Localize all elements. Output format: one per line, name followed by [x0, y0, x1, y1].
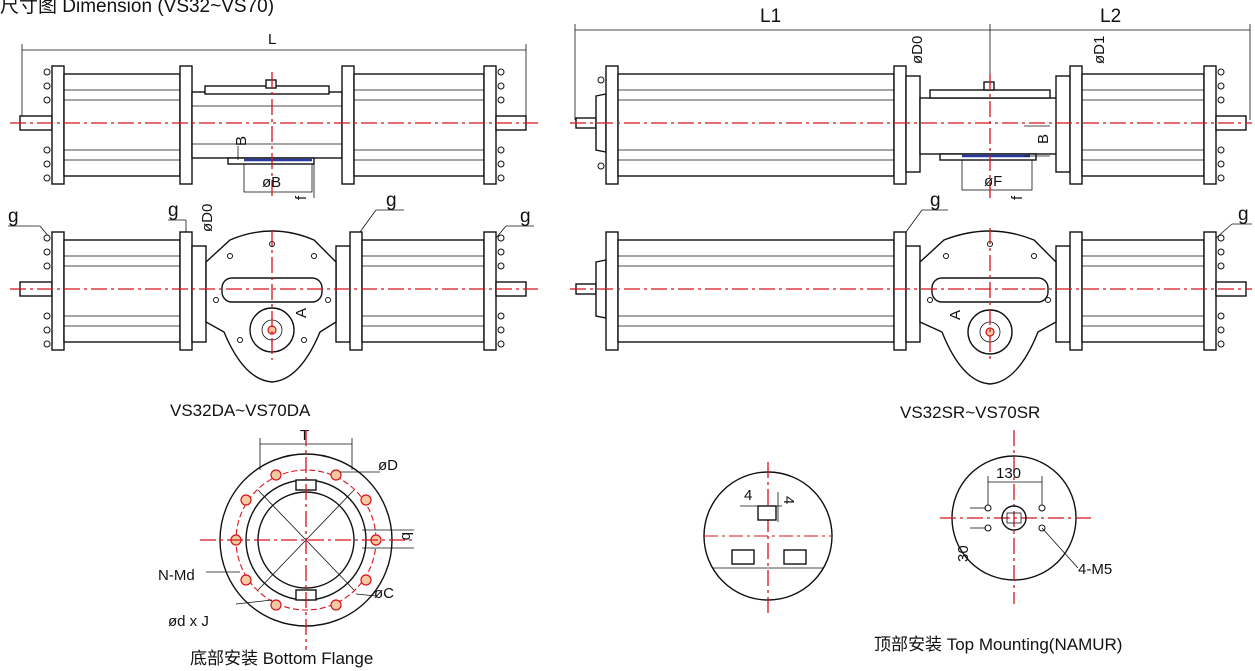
top-mounting-detail-shaft: 4 4	[703, 462, 833, 614]
dim-30: 30	[955, 545, 972, 562]
label-g-sr-mid: g	[930, 190, 941, 211]
dim-phiD0-da: øD0	[199, 204, 216, 232]
dim-phiC: øC	[374, 585, 394, 602]
dim-phiD: øD	[378, 457, 398, 474]
dim-L1: L1	[760, 6, 781, 27]
label-g-right: g	[520, 206, 531, 227]
dim-phiF: øF	[984, 173, 1002, 190]
dim-A-da: A	[293, 308, 310, 318]
page-title: 尺寸图 Dimension (VS32~VS70)	[0, 0, 274, 17]
sr-top-view: L1 L2 øD0 øD1 B øF f	[570, 6, 1252, 200]
da-top-view: L B øB	[10, 31, 538, 200]
caption-top-mounting: 顶部安装 Top Mounting(NAMUR)	[874, 635, 1122, 654]
caption-sr-model: VS32SR~VS70SR	[900, 403, 1040, 422]
dim-L: L	[268, 31, 276, 48]
dim-phid-J: ød x J	[168, 613, 209, 630]
dim-A-sr: A	[947, 310, 964, 320]
dim-4b: 4	[780, 496, 797, 504]
dim-phiB: øB	[262, 174, 281, 191]
da-front-view: g g øD0 g g	[8, 190, 538, 383]
caption-bottom-flange: 底部安装 Bottom Flange	[190, 649, 373, 668]
dim-b: b	[398, 532, 415, 540]
dim-B-sr: B	[1035, 134, 1052, 144]
dim-f-da: f	[293, 195, 310, 200]
dim-4a: 4	[744, 487, 752, 504]
bottom-flange-view: T øD b N-Md ød x J øC	[158, 427, 415, 650]
dim-f-sr: f	[1009, 195, 1026, 200]
label-g-sr-right: g	[1238, 204, 1249, 225]
dim-NMd: N-Md	[158, 567, 195, 584]
dim-phiD1-sr: øD1	[1091, 36, 1108, 64]
top-mounting-detail-namur: 130 30 4-M5	[940, 430, 1112, 604]
dim-130: 130	[996, 465, 1021, 482]
sr-front-view: g g A	[570, 190, 1252, 385]
dim-L2: L2	[1100, 6, 1121, 27]
dim-T: T	[300, 427, 309, 444]
label-g-left: g	[8, 206, 19, 227]
dim-4M5: 4-M5	[1078, 561, 1112, 578]
label-g-mid1: g	[168, 200, 179, 221]
caption-da-model: VS32DA~VS70DA	[170, 401, 311, 420]
dim-phiD0-sr: øD0	[909, 36, 926, 64]
dim-B-da: B	[233, 136, 250, 146]
label-g-mid2: g	[386, 190, 397, 211]
